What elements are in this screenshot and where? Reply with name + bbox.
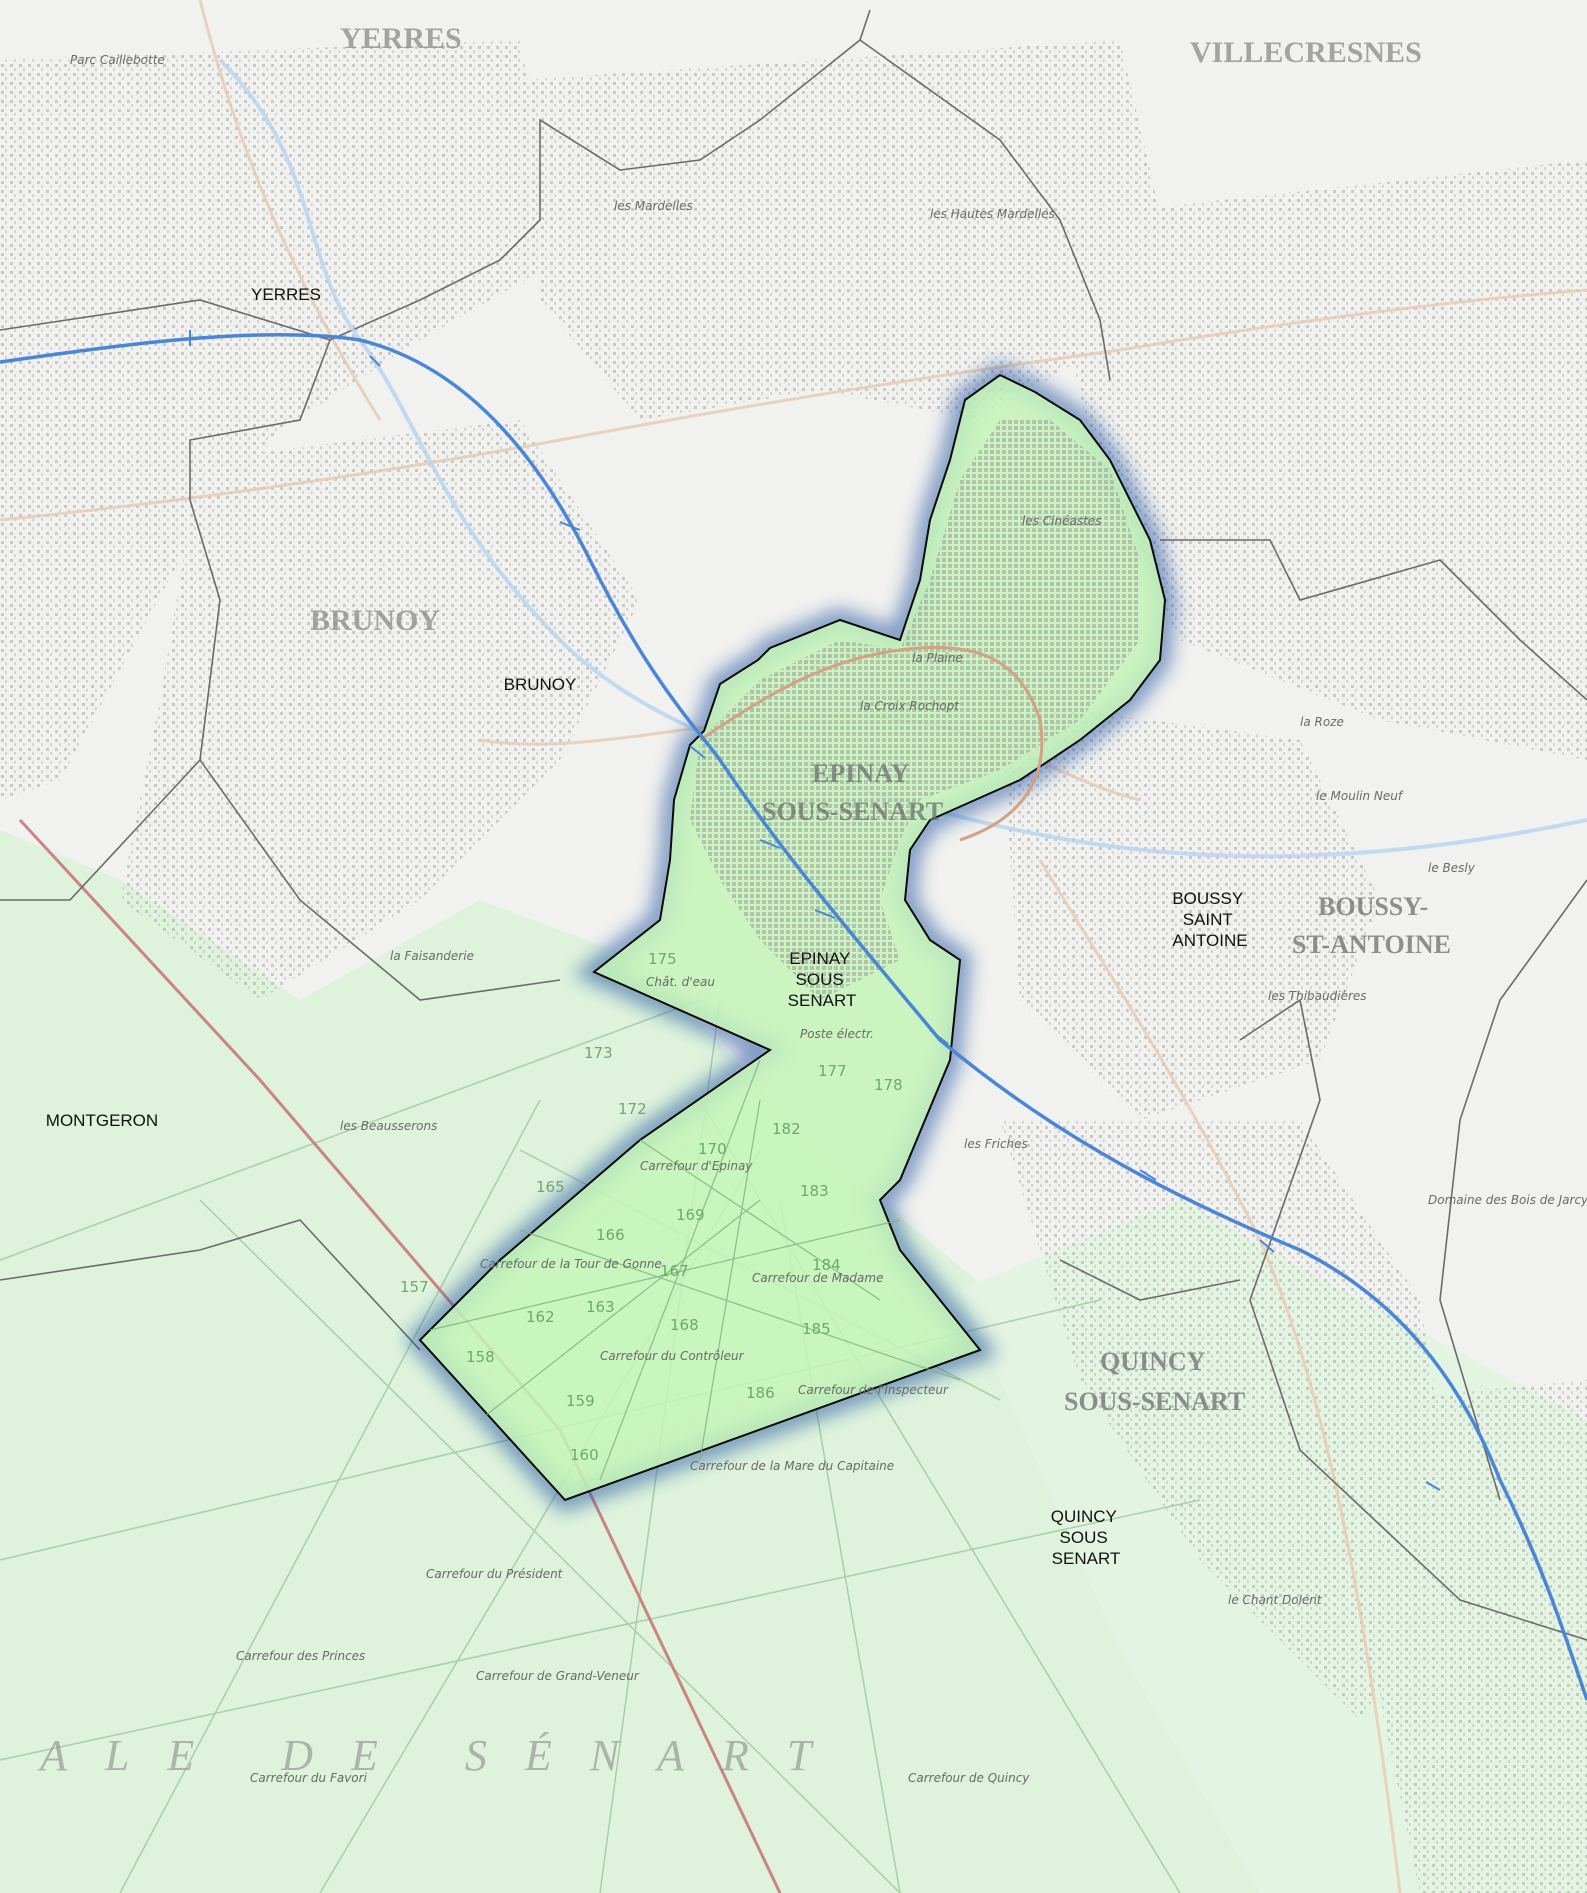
place-name: la Roze — [1300, 715, 1344, 729]
place-name: les Mardelles — [614, 199, 693, 213]
parcel-number: 175 — [648, 950, 677, 968]
rail-line — [0, 332, 1587, 1701]
place-name: Chât. d'eau — [646, 975, 715, 989]
parcel-numbers: 175 173 172 170 178 182 177 183 169 166 … — [400, 950, 903, 1464]
commune-forest-paths — [429, 1059, 961, 1481]
place-name: le Moulin Neuf — [1316, 789, 1404, 803]
place-name: Carrefour des Princes — [236, 1649, 365, 1663]
parcel-number: 184 — [812, 1256, 841, 1274]
commune-road — [699, 646, 1044, 842]
rail-ticks — [189, 330, 1441, 1491]
place-name: les Cinéastes — [1022, 514, 1101, 528]
place-name: la Plaine — [912, 651, 963, 665]
parcel-number: 173 — [584, 1044, 613, 1062]
basemap-label: ST-ANTOINE — [1292, 930, 1451, 959]
place-name: les Hautes Mardelles — [930, 207, 1055, 221]
place-name: Carrefour du Contrôleur — [600, 1349, 745, 1363]
commune-boundaries — [0, 9, 1587, 1641]
place-name: Carrefour de la Mare du Capitaine — [690, 1459, 894, 1473]
place-name: le Besly — [1428, 861, 1476, 875]
place-name: Carrefour du Favori — [250, 1771, 368, 1785]
basemap-label: VILLECRESNES — [1190, 36, 1422, 69]
parcel-number: 159 — [566, 1392, 595, 1410]
parcel-number: 170 — [698, 1140, 727, 1158]
commune-urban-core — [690, 420, 1140, 1000]
basemap-label: ALE DE SÉNART — [37, 1731, 849, 1780]
parcel-number: 157 — [400, 1278, 429, 1296]
place-name: la Faisanderie — [390, 949, 474, 963]
river-yerres — [218, 58, 1587, 859]
basemap-label: YERRES — [340, 22, 462, 55]
commune-label-quincy: QUINCY SOUS SENART — [1051, 1507, 1122, 1568]
parcel-number: 183 — [800, 1182, 829, 1200]
place-name: Poste électr. — [800, 1027, 874, 1041]
parcel-number: 178 — [874, 1076, 903, 1094]
parcel-number: 169 — [676, 1206, 705, 1224]
place-name: Parc Caillebotte — [70, 53, 165, 67]
parcel-number: 166 — [596, 1226, 625, 1244]
parcel-number: 165 — [536, 1178, 565, 1196]
basemap-label: BRUNOY — [310, 604, 440, 637]
urban-areas — [0, 40, 1587, 1893]
parcel-number: 167 — [660, 1262, 689, 1280]
place-name: le Chant Dolent — [1228, 1593, 1323, 1607]
place-name: les Friches — [964, 1137, 1028, 1151]
basemap-label: EPINAY — [812, 759, 910, 788]
commune-label-montgeron: MONTGERON — [46, 1111, 158, 1130]
place-name: Carrefour de la Tour de Gonne — [480, 1257, 662, 1271]
commune-label-epinay: EPINAY SOUS SENART — [788, 949, 857, 1010]
parcel-number: 186 — [746, 1384, 775, 1402]
basemap-label: SOUS-SENART — [1064, 1387, 1245, 1416]
place-name: Carrefour d'Epinay — [640, 1159, 753, 1173]
parcel-number: 158 — [466, 1348, 495, 1366]
place-name: Carrefour du Président — [426, 1567, 564, 1581]
commune-label-yerres: YERRES — [251, 285, 321, 304]
place-name: Domaine des Bois de Jarcy — [1428, 1193, 1587, 1207]
parcel-number: 163 — [586, 1298, 615, 1316]
basemap-label: BOUSSY- — [1318, 892, 1428, 921]
place-name: les Thibaudières — [1268, 989, 1367, 1003]
parcel-number: 182 — [772, 1120, 801, 1138]
parcel-number: 177 — [818, 1062, 847, 1080]
parcel-number: 160 — [570, 1446, 599, 1464]
basemap-label: QUINCY — [1100, 1347, 1206, 1376]
commune-label-boussy: BOUSSY SAINT ANTOINE — [1172, 889, 1247, 950]
place-name: Carrefour de Madame — [752, 1271, 883, 1285]
place-name: Carrefour de Quincy — [908, 1771, 1030, 1785]
place-name: les Beausserons — [340, 1119, 437, 1133]
basemap-label: SOUS-SENART — [762, 797, 943, 826]
place-name: Carrefour de Grand-Veneur — [476, 1669, 640, 1683]
commune-label-brunoy: BRUNOY — [504, 675, 577, 694]
parcel-number: 172 — [618, 1100, 647, 1118]
parcel-number: 185 — [802, 1320, 831, 1338]
parcel-number: 162 — [526, 1308, 555, 1326]
place-names: Parc Caillebotte les Mardelles les Haute… — [70, 53, 1587, 1785]
n6-road — [18, 818, 782, 1893]
basemap-labels: YERRES VILLECRESNES BRUNOY EPINAY SOUS-S… — [37, 22, 1451, 1780]
place-name: Carrefour de l'Inspecteur — [798, 1383, 949, 1397]
commune-labels: YERRES BRUNOY MONTGERON EPINAY SOUS SENA… — [46, 285, 1248, 1568]
place-name: la Croix Rochopt — [860, 699, 960, 713]
parcel-number: 168 — [670, 1316, 699, 1334]
